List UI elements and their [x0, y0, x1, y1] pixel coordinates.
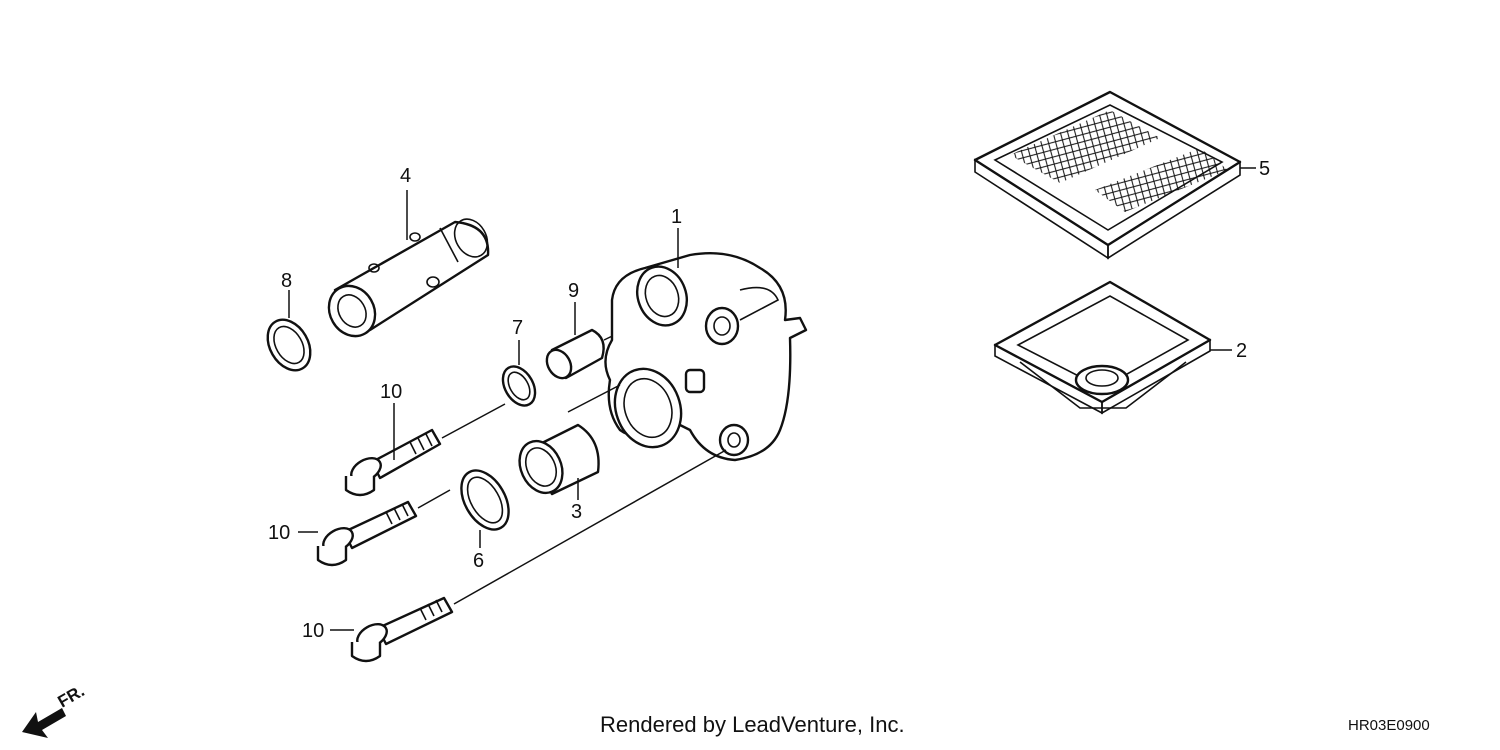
part-3-bushing: [518, 423, 600, 496]
part-8-o-ring: [266, 318, 312, 372]
callout-2: 2: [1236, 340, 1247, 362]
callout-7: 7: [512, 317, 523, 339]
callout-9: 9: [568, 280, 579, 302]
front-direction-arrow-icon: [22, 708, 66, 738]
callout-4: 4: [400, 165, 411, 187]
callout-10-middle: 10: [268, 522, 290, 544]
leader-10-lower-to-body: [453, 449, 727, 605]
leader-3-to-body: [567, 384, 621, 413]
callout-1: 1: [671, 206, 682, 228]
part-2-strainer-tray: [993, 280, 1212, 415]
callout-6: 6: [473, 550, 484, 572]
part-10-bolt-middle: [316, 500, 418, 567]
callout-10-upper: 10: [380, 381, 402, 403]
footer-credit: Rendered by LeadVenture, Inc.: [600, 712, 905, 737]
part-4-valve-cylinder: [327, 218, 490, 338]
part-6-o-ring: [460, 469, 510, 531]
part-10-bolt-lower: [350, 596, 454, 663]
part-1-pump-body: [604, 252, 808, 462]
part-9-collar: [545, 328, 605, 380]
callout-10-lower: 10: [302, 620, 324, 642]
leader-10-middle-to-body: [417, 489, 451, 509]
callout-8: 8: [281, 270, 292, 292]
leader-10-upper-to-body: [441, 403, 506, 439]
callout-3: 3: [571, 501, 582, 523]
part-10-bolt-upper: [344, 428, 442, 497]
part-7-o-ring: [501, 365, 537, 407]
callout-5: 5: [1259, 158, 1270, 180]
front-direction-label: FR.: [55, 681, 88, 711]
part-5-filter-screen: [973, 90, 1242, 260]
diagram-code: HR03E0900: [1348, 717, 1430, 734]
